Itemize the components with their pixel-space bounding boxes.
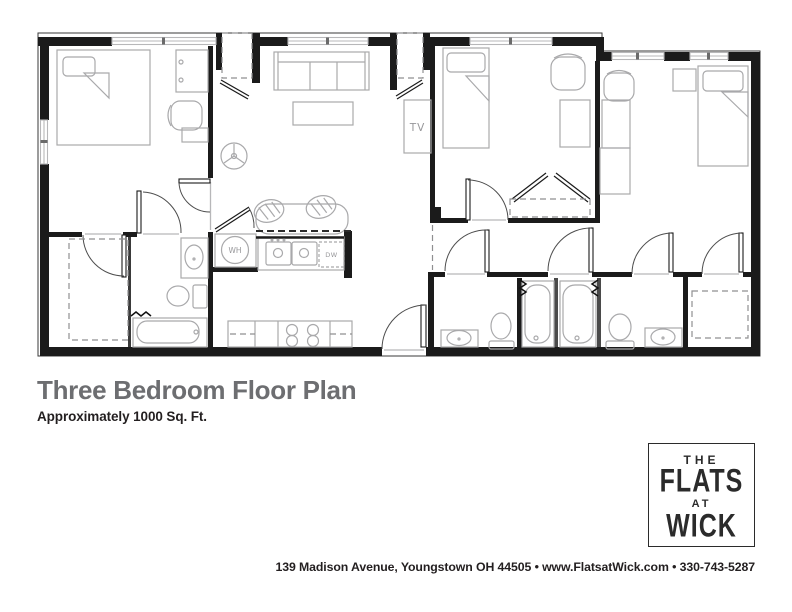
living-room-furniture: TV <box>253 51 432 235</box>
floor-plan-drawing: TV WH <box>37 32 761 357</box>
closet1 <box>68 238 129 341</box>
bathtub <box>132 317 208 348</box>
side-table <box>181 127 209 143</box>
desk-chair <box>603 69 635 102</box>
sink-vanity <box>644 327 683 348</box>
logo-line-flats: FLATS <box>659 462 744 500</box>
page-title: Three Bedroom Floor Plan <box>37 375 357 405</box>
doors <box>82 172 744 350</box>
logo-line-at: AT <box>691 498 712 510</box>
tv-label: TV <box>409 122 426 134</box>
window <box>287 36 369 46</box>
bathroom-b <box>559 279 683 350</box>
door-bedroom2 <box>465 178 509 221</box>
logo-line-the: THE <box>683 453 720 467</box>
ceiling-fan-icon <box>220 142 248 170</box>
bathroom-a <box>440 279 555 350</box>
bed <box>442 47 490 149</box>
bathtub <box>521 280 555 348</box>
door-hall <box>178 178 211 213</box>
shower-curtain-icon <box>130 311 152 317</box>
bar-stool <box>305 195 337 219</box>
desk-chair <box>167 100 203 131</box>
door-water-heater <box>214 206 255 233</box>
bedroom1-furniture <box>56 49 248 341</box>
kitchen-sink <box>265 238 318 266</box>
window <box>39 119 49 165</box>
sink-vanity <box>180 237 209 279</box>
desk-chair <box>550 53 586 91</box>
logo-line-wick: WICK <box>666 507 737 545</box>
page-subtitle: Approximately 1000 Sq. Ft. <box>37 409 207 424</box>
entry-vestibule-left <box>221 32 253 79</box>
interior-walls <box>44 46 751 356</box>
flats-at-wick-logo: THE FLATS AT WICK <box>648 443 755 547</box>
entry-vestibule-right <box>396 32 424 79</box>
closet3 <box>691 290 749 339</box>
exterior-walls <box>38 33 760 356</box>
bar-stool <box>253 199 285 223</box>
bed <box>697 65 749 167</box>
shower-curtain-icon <box>590 279 600 297</box>
desk <box>559 99 591 148</box>
window <box>689 51 729 61</box>
water-heater: WH <box>214 233 257 268</box>
dining-table <box>255 203 349 235</box>
building-outline <box>37 32 761 357</box>
desk <box>601 99 631 149</box>
door-bathroom-b-hall <box>547 227 594 273</box>
dresser <box>599 147 631 195</box>
dresser <box>175 49 209 93</box>
water-heater-label: WH <box>228 246 241 255</box>
footer-contact-line: 139 Madison Avenue, Youngstown OH 44505 … <box>275 560 755 574</box>
door-closet3 <box>701 232 744 275</box>
tv-console: TV <box>403 99 432 154</box>
bedroom2-furniture <box>442 47 591 218</box>
toilet <box>166 284 208 309</box>
window <box>611 51 665 61</box>
door-bedroom1 <box>136 190 182 234</box>
dishwasher-label: DW <box>325 251 338 259</box>
dining-bar <box>253 195 349 235</box>
toilet <box>488 312 515 350</box>
windows <box>39 36 729 165</box>
sink-vanity <box>440 329 479 348</box>
door-bathroom-b-bedroom3 <box>631 232 674 275</box>
lower-counter <box>227 320 353 348</box>
door-bathroom-a <box>444 229 490 273</box>
toilet <box>605 313 635 350</box>
closet2-bifold-doors <box>511 172 591 203</box>
door-closet1 <box>82 234 127 278</box>
coffee-table <box>292 101 354 126</box>
stove-burners <box>285 323 320 348</box>
bathroom1 <box>130 237 209 348</box>
window <box>469 36 553 46</box>
kitchen: WH DW <box>214 230 353 348</box>
door-sills <box>85 182 739 351</box>
closet2 <box>509 198 591 218</box>
title-block: Three Bedroom Floor Plan Approximately 1… <box>37 375 357 424</box>
dishwasher: DW <box>318 241 345 268</box>
bed <box>56 49 151 146</box>
nightstand <box>672 68 697 92</box>
shower-curtain-icon <box>518 279 528 297</box>
sofa <box>273 51 370 91</box>
door-entry <box>381 304 427 350</box>
bathtub <box>559 280 597 348</box>
entry-vestibules <box>219 32 424 100</box>
bedroom3-furniture <box>599 65 749 339</box>
window <box>111 36 217 46</box>
